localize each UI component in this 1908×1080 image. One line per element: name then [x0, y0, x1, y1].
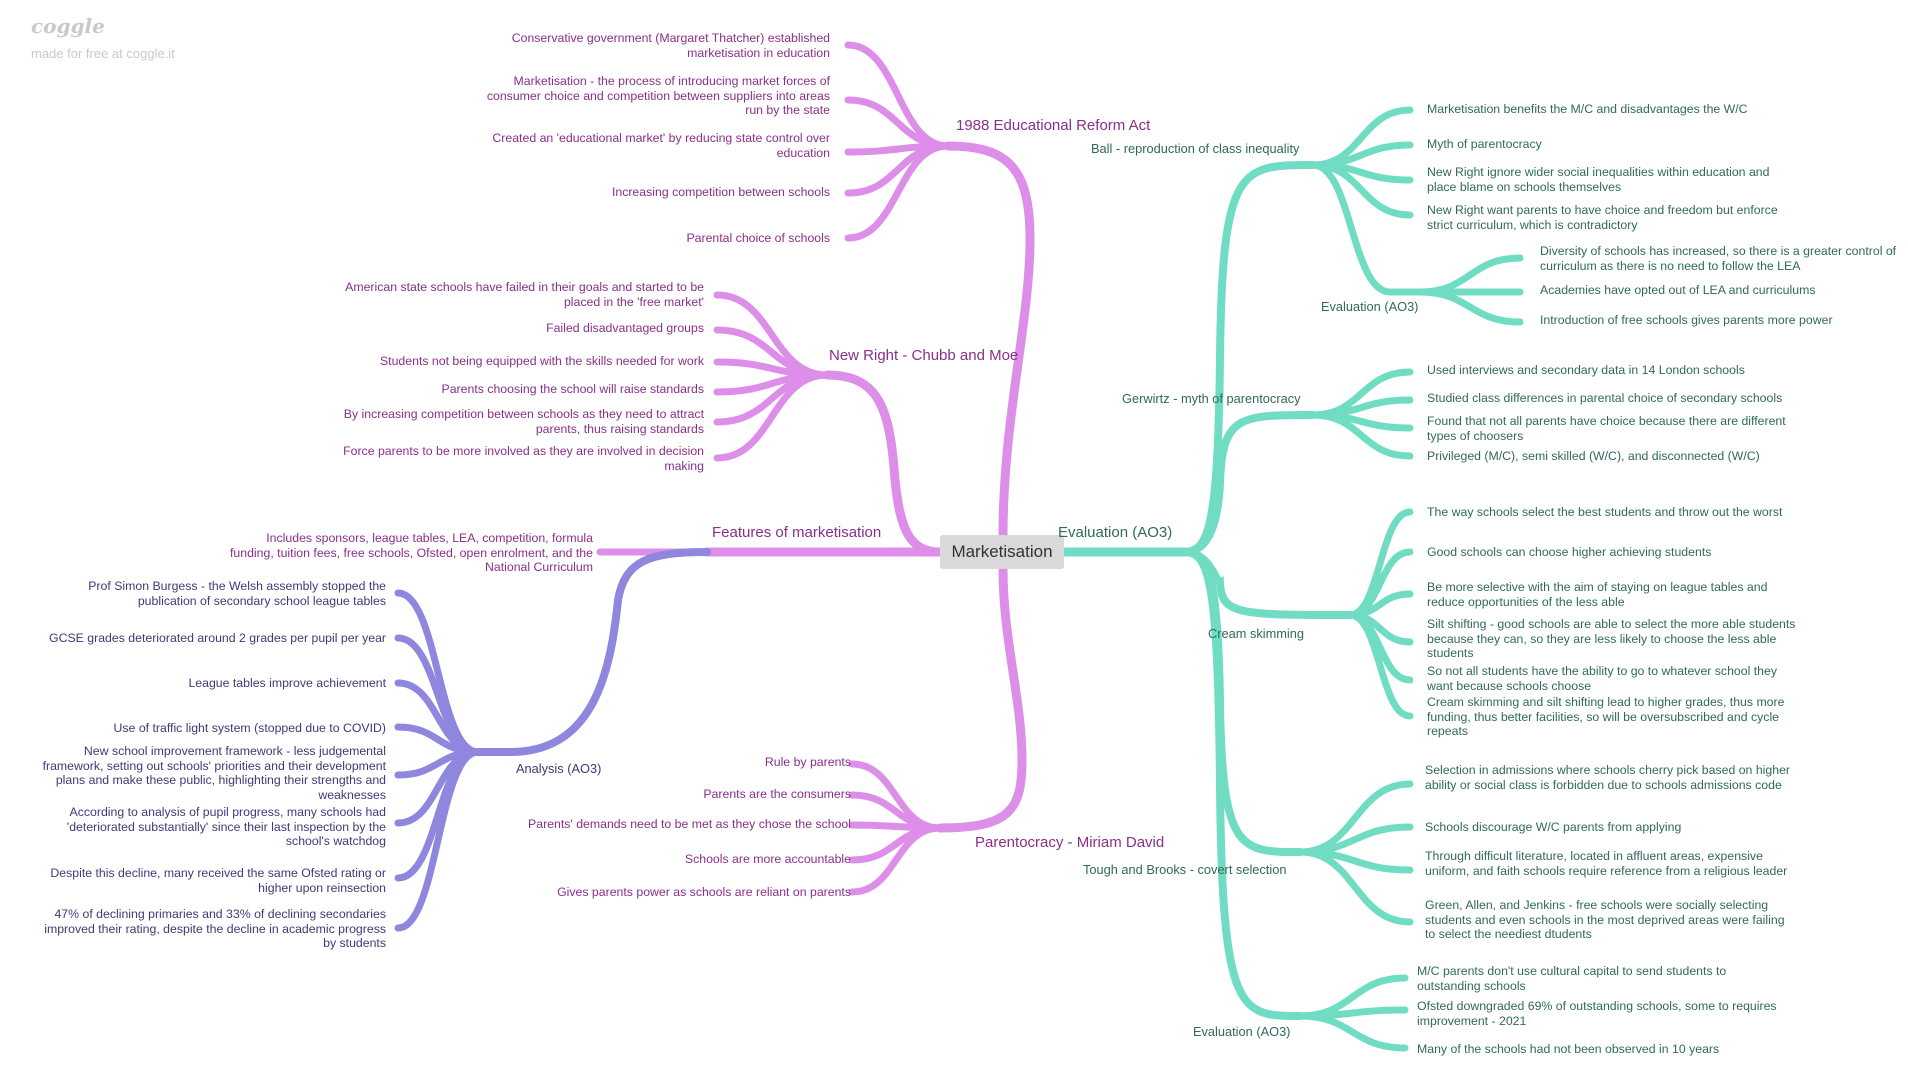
features-item[interactable]: Includes sponsors, league tables, LEA, c… — [230, 531, 593, 574]
ball-evaluation-item[interactable]: Academies have opted out of LEA and curr… — [1540, 283, 1816, 297]
new-right-fan — [713, 371, 831, 462]
ball-evaluation-item[interactable]: Introduction of free schools gives paren… — [1540, 313, 1833, 327]
connector-gerwirtz — [1181, 411, 1317, 556]
branch-ball[interactable]: Ball - reproduction of class inequality — [1091, 141, 1300, 156]
branch-features[interactable]: Features of marketisation — [712, 524, 882, 541]
new-right-item[interactable]: Force parents to be more involved as the… — [343, 444, 704, 473]
analysis-item[interactable]: According to analysis of pupil progress,… — [66, 805, 386, 848]
cream-item[interactable]: The way schools select the best students… — [1427, 505, 1783, 519]
tough-item[interactable]: Through difficult literature, located in… — [1425, 849, 1788, 878]
new-right-item[interactable]: Parents choosing the school will raise s… — [441, 382, 704, 396]
ball-fan — [1309, 141, 1414, 169]
tough-item[interactable]: Selection in admissions where schools ch… — [1425, 763, 1790, 792]
evaluation-2-item[interactable]: Many of the schools had not been observe… — [1417, 1042, 1720, 1056]
connector-tough — [1181, 548, 1304, 856]
branch-evaluation-2[interactable]: Evaluation (AO3) — [1193, 1024, 1291, 1039]
connector-parentocracy — [935, 564, 1027, 833]
analysis-item[interactable]: Prof Simon Burgess - the Welsh assembly … — [88, 579, 386, 608]
branch-ball-evaluation[interactable]: Evaluation (AO3) — [1321, 299, 1419, 314]
branch-gerwirtz[interactable]: Gerwirtz - myth of parentocracy — [1122, 391, 1301, 406]
parentocracy-item[interactable]: Rule by parents — [764, 755, 851, 769]
analysis-fan — [394, 634, 482, 756]
cream-item[interactable]: Good schools can choose higher achieving… — [1427, 545, 1712, 559]
ball-item[interactable]: New Right ignore wider social inequaliti… — [1427, 165, 1770, 194]
reform-item[interactable]: Marketisation - the process of introduci… — [486, 74, 830, 117]
parentocracy-item[interactable]: Parents are the consumers — [703, 787, 851, 801]
cream-fan — [1346, 611, 1414, 720]
new-right-item[interactable]: Failed disadvantaged groups — [546, 321, 704, 335]
gerwirtz-item[interactable]: Used interviews and secondary data in 14… — [1427, 363, 1745, 377]
gerwirtz-item[interactable]: Studied class differences in parental ch… — [1427, 391, 1783, 405]
connector-reform — [943, 141, 1035, 540]
parentocracy-item[interactable]: Gives parents power as schools are relia… — [557, 885, 851, 899]
cream-fan — [1346, 508, 1414, 619]
connector-analysis — [506, 548, 711, 756]
cream-item[interactable]: Cream skimming and silt shifting lead to… — [1427, 695, 1785, 738]
analysis-item[interactable]: New school improvement framework - less … — [42, 744, 386, 802]
reform-item[interactable]: Conservative government (Margaret Thatch… — [511, 31, 830, 60]
analysis-item[interactable]: Use of traffic light system (stopped due… — [113, 721, 386, 735]
analysis-item[interactable]: Despite this decline, many received the … — [50, 866, 386, 895]
tough-fan — [1296, 823, 1414, 856]
parentocracy-item[interactable]: Parents' demands need to be met as they … — [528, 817, 851, 831]
cream-item[interactable]: So not all students have the ability to … — [1427, 664, 1777, 693]
parentocracy-item[interactable]: Schools are more accountable — [684, 852, 851, 866]
branch-evaluation[interactable]: Evaluation (AO3) — [1058, 524, 1173, 541]
evaluation-2-item[interactable]: Ofsted downgraded 69% of outstanding sch… — [1417, 999, 1777, 1028]
evaluation-2-item[interactable]: M/C parents don't use cultural capital t… — [1417, 964, 1727, 993]
coggle-tagline: made for free at coggle.it — [31, 46, 175, 61]
ball-eval-fan — [1416, 254, 1524, 296]
branch-tough-brooks[interactable]: Tough and Brooks - covert selection — [1083, 862, 1287, 877]
central-node[interactable]: Marketisation — [940, 535, 1064, 569]
ball-evaluation-item[interactable]: Diversity of schools has increased, so t… — [1540, 244, 1897, 273]
cream-item[interactable]: Silt shifting - good schools are able to… — [1427, 617, 1796, 660]
evaluation-2-fan — [1296, 1012, 1409, 1052]
ball-item[interactable]: New Right want parents to have choice an… — [1427, 203, 1778, 232]
gerwirtz-item[interactable]: Found that not all parents have choice b… — [1427, 414, 1786, 443]
branch-reform-act[interactable]: 1988 Educational Reform Act — [956, 117, 1151, 134]
branch-cream-skimming[interactable]: Cream skimming — [1208, 626, 1304, 641]
gerwirtz-item[interactable]: Privileged (M/C), semi skilled (W/C), an… — [1427, 449, 1760, 463]
gerwirtz-fan — [1309, 411, 1414, 460]
ball-item[interactable]: Marketisation benefits the M/C and disad… — [1427, 102, 1748, 116]
cream-fan — [1346, 590, 1414, 619]
reform-item[interactable]: Increasing competition between schools — [611, 185, 830, 199]
tough-item[interactable]: Schools discourage W/C parents from appl… — [1425, 820, 1682, 834]
branch-analysis[interactable]: Analysis (AO3) — [516, 761, 602, 776]
cream-item[interactable]: Be more selective with the aim of stayin… — [1427, 580, 1768, 609]
analysis-fan — [394, 748, 482, 932]
analysis-item[interactable]: GCSE grades deteriorated around 2 grades… — [49, 631, 386, 645]
ball-eval-link — [1309, 161, 1394, 296]
reform-fan — [844, 41, 952, 150]
branch-parentocracy[interactable]: Parentocracy - Miriam David — [975, 834, 1165, 851]
parentocracy-fan — [848, 824, 944, 896]
ball-fan — [1309, 161, 1414, 219]
connector-ball — [1181, 161, 1317, 556]
ball-eval-fan — [1416, 288, 1524, 326]
reform-item[interactable]: Created an 'educational market' by reduc… — [492, 131, 830, 160]
coggle-branding: coggle made for free at coggle.it — [31, 14, 175, 61]
coggle-logo: coggle — [31, 14, 105, 38]
tough-fan — [1296, 848, 1414, 926]
tough-item[interactable]: Green, Allen, and Jenkins - free schools… — [1425, 898, 1785, 941]
analysis-item[interactable]: League tables improve achievement — [188, 676, 386, 690]
connector-new-right — [822, 370, 945, 557]
new-right-item[interactable]: By increasing competition between school… — [343, 407, 704, 436]
analysis-fan — [394, 723, 482, 756]
reform-fan — [844, 142, 952, 242]
new-right-item[interactable]: Students not being equipped with the ski… — [379, 354, 704, 368]
branch-new-right[interactable]: New Right - Chubb and Moe — [829, 347, 1019, 364]
ball-item[interactable]: Myth of parentocracy — [1427, 137, 1542, 151]
new-right-item[interactable]: American state schools have failed in th… — [345, 280, 704, 309]
reform-item[interactable]: Parental choice of schools — [686, 231, 830, 245]
connector-evaluation-2 — [1181, 548, 1304, 1020]
analysis-item[interactable]: 47% of declining primaries and 33% of de… — [44, 907, 386, 950]
